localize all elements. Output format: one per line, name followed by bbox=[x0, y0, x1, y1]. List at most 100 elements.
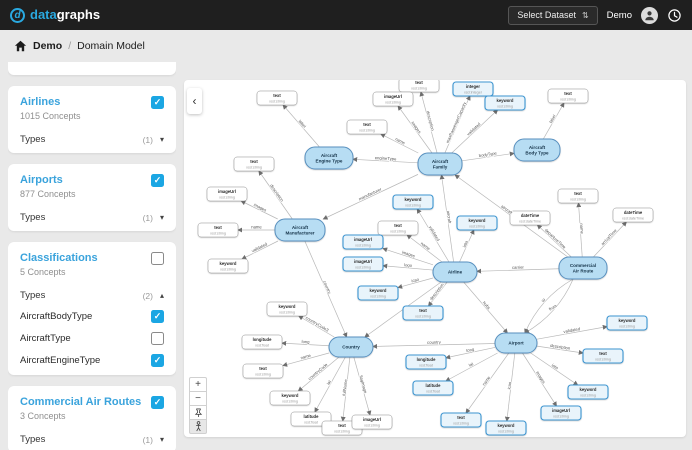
card-title[interactable]: Airports bbox=[20, 174, 63, 186]
attribute-title: text bbox=[415, 80, 423, 85]
attribute-node-text[interactable]: text xsd:string bbox=[398, 80, 440, 93]
card-checkbox[interactable] bbox=[151, 252, 164, 265]
types-toggle[interactable]: Types (2) ▴ bbox=[20, 290, 164, 301]
attribute-title: text bbox=[259, 366, 267, 371]
edge-label: description bbox=[269, 183, 285, 203]
entity-node-airport[interactable]: Airport bbox=[494, 332, 538, 354]
collapse-sidebar-button[interactable]: ‹ bbox=[187, 88, 202, 114]
card-title[interactable]: Airlines bbox=[20, 96, 61, 108]
card-concept-count: 5 Concepts bbox=[20, 267, 66, 277]
types-toggle[interactable]: Types (1) ▾ bbox=[20, 434, 164, 445]
types-count: (1) bbox=[142, 134, 153, 145]
select-dataset-button[interactable]: Select Dataset ⇅ bbox=[508, 5, 598, 25]
attribute-datatype: xsd:string bbox=[334, 430, 350, 434]
entity-node-body[interactable]: AircraftBody Type bbox=[513, 138, 561, 162]
breadcrumb-item-demo[interactable]: Demo bbox=[33, 40, 63, 52]
history-icon[interactable] bbox=[667, 8, 682, 23]
entity-label: Engine Type bbox=[316, 159, 343, 164]
attribute-title: text bbox=[273, 93, 281, 98]
card-checkbox[interactable]: ✓ bbox=[151, 396, 164, 409]
entity-node-country[interactable]: Country bbox=[328, 336, 374, 358]
user-avatar-icon[interactable] bbox=[641, 6, 658, 24]
edge-label: arrivalTime bbox=[600, 227, 618, 246]
pin-layout-button[interactable] bbox=[189, 405, 207, 420]
fit-view-button[interactable] bbox=[189, 419, 207, 434]
types-toggle[interactable]: Types (1) ▾ bbox=[20, 212, 164, 223]
brand-logo[interactable]: d datagraphs bbox=[10, 6, 100, 24]
card-checkbox[interactable]: ✓ bbox=[151, 174, 164, 187]
attribute-datatype: xsd:string bbox=[619, 325, 635, 329]
types-count: (1) bbox=[142, 434, 153, 445]
card-title[interactable]: Commercial Air Routes bbox=[20, 396, 142, 408]
edge-airport-country bbox=[372, 343, 496, 349]
breadcrumb-separator: / bbox=[68, 40, 72, 52]
zoom-in-button[interactable]: + bbox=[189, 377, 207, 392]
entity-node-engine[interactable]: AircraftEngine Type bbox=[304, 146, 354, 170]
edge-label: images bbox=[253, 202, 267, 212]
entity-node-airline[interactable]: Airline bbox=[432, 261, 478, 283]
types-count: (2) bbox=[142, 290, 153, 301]
attribute-datatype: xsd:string bbox=[497, 105, 513, 109]
edge-airport-a34 bbox=[536, 345, 584, 355]
card-title[interactable]: Classifications bbox=[20, 252, 98, 264]
type-checkbox[interactable] bbox=[151, 332, 164, 345]
person-icon bbox=[195, 421, 201, 432]
attribute-datatype: xsd:string bbox=[359, 129, 375, 133]
attribute-datatype: xsd:string bbox=[560, 98, 576, 102]
types-toggle[interactable]: Types (1) ▾ bbox=[20, 134, 164, 145]
attribute-datatype: xsd:string bbox=[415, 315, 431, 319]
attribute-datatype: xsd:string bbox=[390, 230, 406, 234]
edge-airport-a32 bbox=[504, 352, 516, 422]
type-checkbox[interactable]: ✓ bbox=[151, 354, 164, 367]
edge-car-airline bbox=[476, 268, 560, 274]
zoom-out-button[interactable]: − bbox=[189, 391, 207, 406]
type-checkbox[interactable]: ✓ bbox=[151, 310, 164, 323]
attribute-title: latitude bbox=[304, 414, 320, 419]
card-checkbox[interactable]: ✓ bbox=[151, 96, 164, 109]
edge-label: description bbox=[425, 110, 435, 132]
attribute-title: longitude bbox=[417, 357, 437, 362]
attribute-datatype: xsd:string bbox=[411, 87, 427, 91]
home-icon[interactable] bbox=[14, 40, 27, 52]
edge-country-a22 bbox=[298, 315, 335, 338]
domain-model-graph[interactable]: textxsd:stringtextxsd:stringimageUrlxsd:… bbox=[184, 80, 686, 437]
